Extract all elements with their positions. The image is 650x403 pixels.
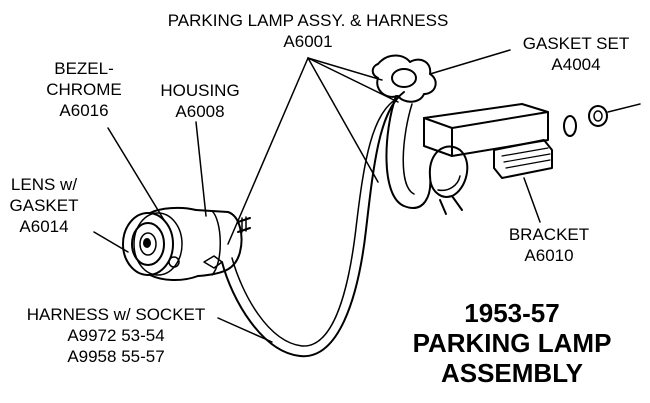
label-lens-part: A6014	[19, 217, 69, 236]
diagram-title: 1953-57 PARKING LAMP ASSEMBLY	[392, 298, 632, 388]
lock-washer	[563, 115, 577, 137]
diagram-title-line1: 1953-57	[464, 298, 560, 328]
label-lens: LENS w/ GASKET A6014	[0, 174, 88, 237]
label-harness-part2: A9958 55-57	[67, 347, 165, 366]
label-bracket-part: A6010	[524, 246, 574, 265]
label-parking-lamp-assy-name: PARKING LAMP ASSY. & HARNESS	[167, 11, 449, 30]
socket	[203, 255, 223, 269]
bezel	[149, 206, 199, 281]
lamp-loop	[385, 95, 469, 209]
lens	[122, 212, 174, 276]
bracket-front	[493, 139, 553, 179]
label-gasket-set-name: GASKET SET	[522, 34, 630, 53]
lens-inner	[131, 222, 165, 266]
bracket	[423, 103, 549, 157]
stud	[237, 217, 251, 233]
label-housing: HOUSING A6008	[150, 80, 250, 122]
label-bracket: BRACKET A6010	[494, 224, 604, 266]
label-parking-lamp-assy-part: A6001	[283, 32, 333, 51]
label-housing-name: HOUSING	[160, 81, 240, 100]
label-harness-part1: A9972 53-54	[67, 326, 165, 345]
label-lens-line1: LENS w/	[10, 175, 78, 194]
gasket-top	[371, 54, 437, 103]
harness-wire	[221, 91, 405, 358]
label-lens-line2: GASKET	[9, 196, 79, 215]
label-housing-part: A6008	[175, 102, 225, 121]
label-bezel-line2: CHROME	[46, 80, 122, 99]
label-bezel: BEZEL- CHROME A6016	[34, 58, 134, 121]
label-bezel-line1: BEZEL-	[54, 59, 114, 78]
nut	[588, 105, 608, 127]
mounting-stud	[607, 103, 641, 113]
diagram-title-line3: ASSEMBLY	[440, 358, 584, 388]
leader-lines	[93, 49, 541, 343]
label-harness-name: HARNESS w/ SOCKET	[26, 305, 206, 324]
label-bracket-name: BRACKET	[508, 225, 590, 244]
label-gasket-set: GASKET SET A4004	[506, 33, 646, 75]
housing	[195, 209, 243, 277]
label-harness: HARNESS w/ SOCKET A9972 53-54 A9958 55-5…	[6, 304, 226, 367]
label-gasket-set-part: A4004	[551, 55, 601, 74]
harness-wire-inner	[231, 97, 399, 347]
diagram-title-line2: PARKING LAMP	[412, 328, 612, 358]
label-parking-lamp-assy: PARKING LAMP ASSY. & HARNESS A6001	[138, 10, 478, 52]
label-bezel-part: A6016	[59, 101, 109, 120]
